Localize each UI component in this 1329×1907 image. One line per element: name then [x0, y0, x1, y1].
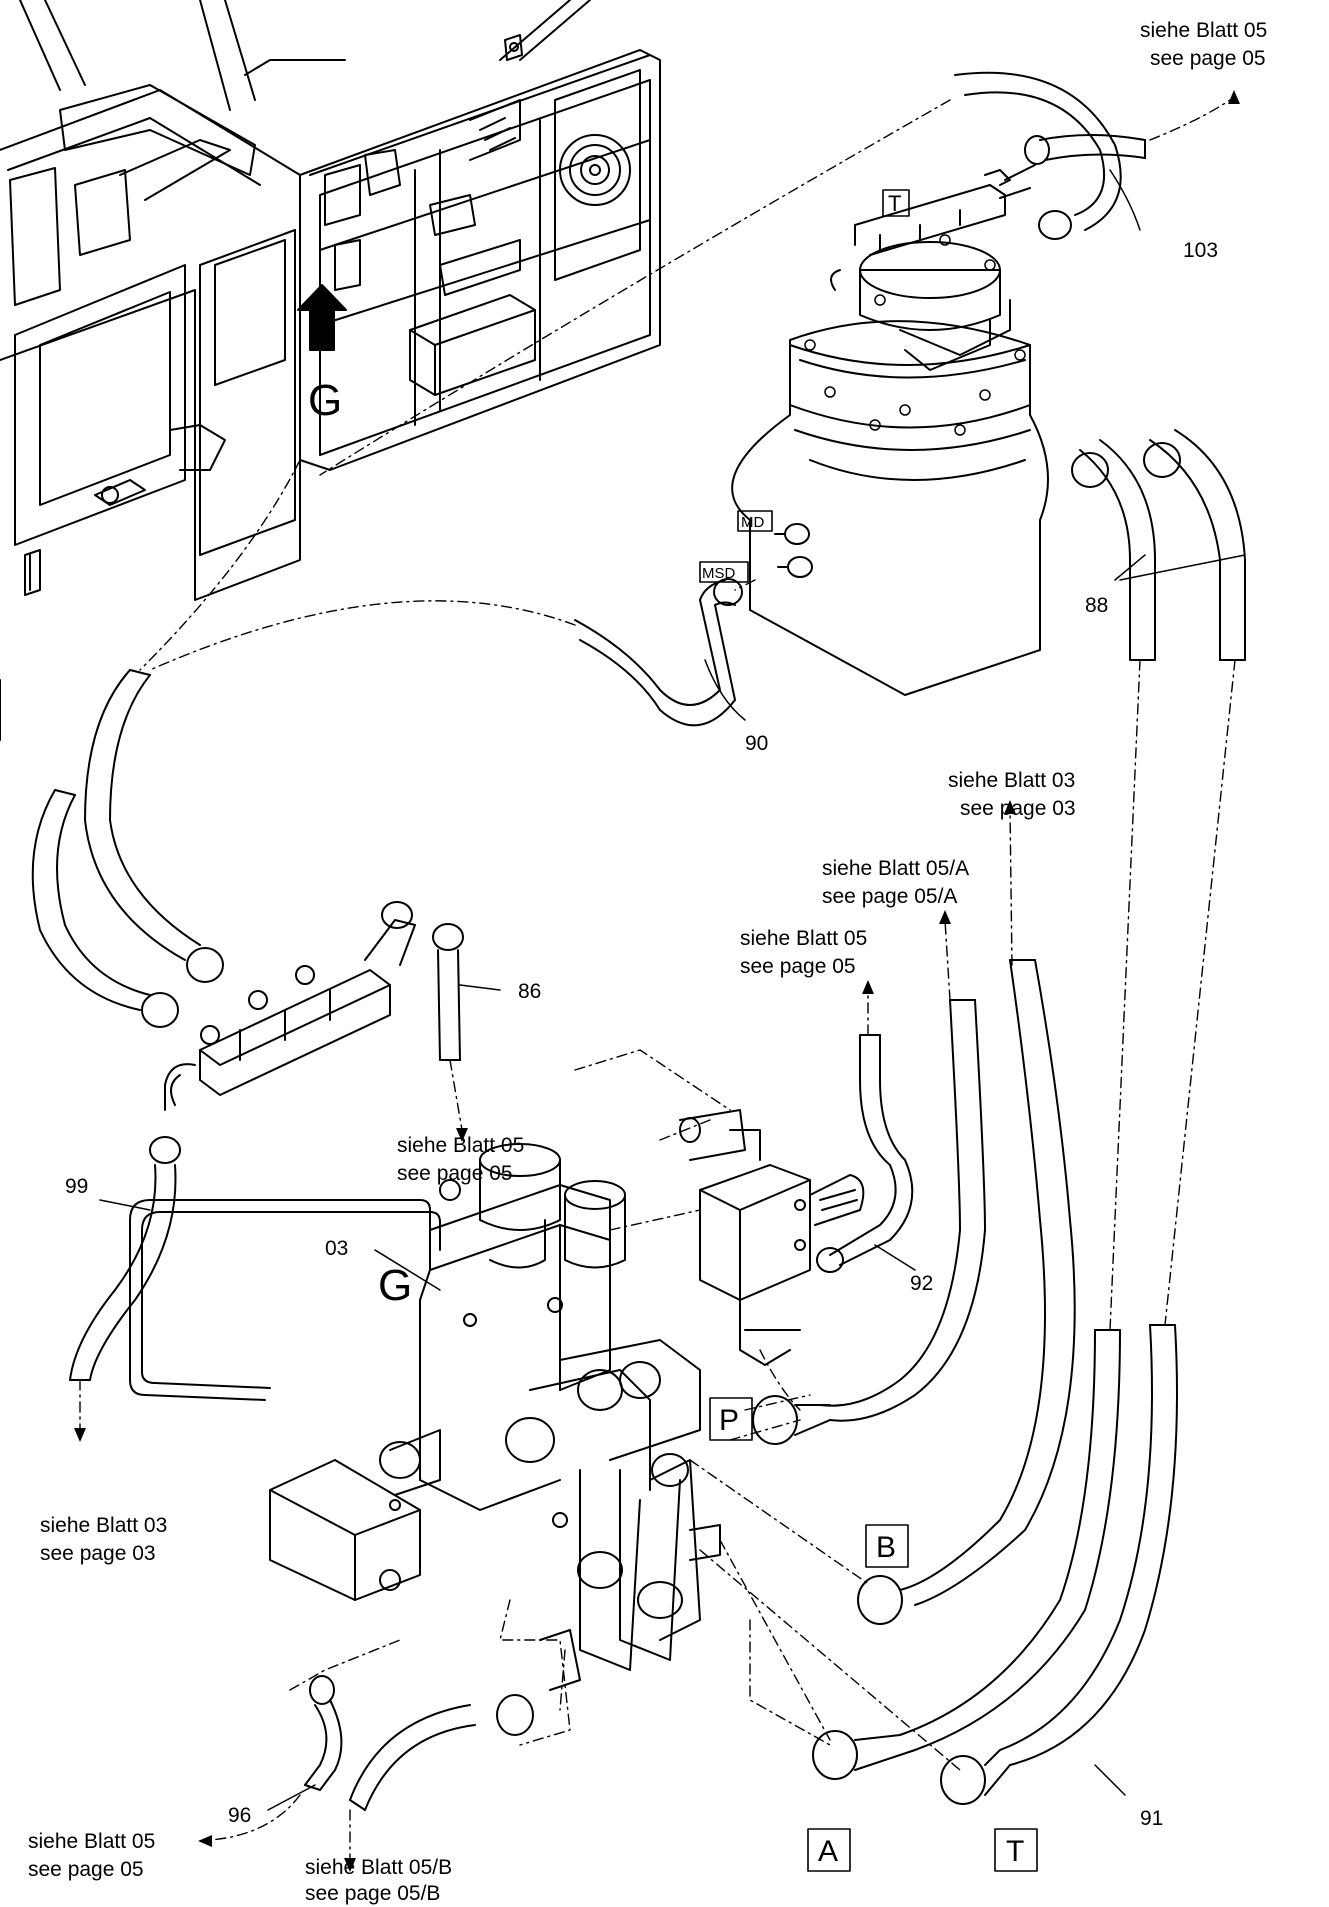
- reference-en: see page 05: [1150, 47, 1266, 70]
- reference-top-right: siehe Blatt 05 see page 05: [1140, 19, 1267, 70]
- swing-motor: [731, 234, 1049, 696]
- port-label-b: B: [876, 1531, 896, 1564]
- hose-88: [1071, 429, 1246, 661]
- filter-block: [679, 1109, 865, 1366]
- port-label-t-bottom: T: [1006, 1835, 1024, 1868]
- small-block: [269, 1429, 441, 1601]
- reference-en: see page 05: [28, 1858, 144, 1881]
- hose-92: [816, 1034, 914, 1273]
- hoses-right: [752, 959, 1178, 1805]
- leader-lines: [79, 99, 1236, 1861]
- reference-de: siehe Blatt 03: [948, 769, 1075, 792]
- reference-de: siehe Blatt 05: [740, 927, 867, 950]
- view-direction-arrow: [297, 284, 347, 351]
- callout-88: 88: [1085, 594, 1108, 617]
- reference-page-05-middle: siehe Blatt 05 see page 05: [740, 927, 867, 978]
- port-boxes: [699, 189, 1038, 1872]
- reference-en: see page 05: [397, 1162, 513, 1185]
- reference-en: see page 05/A: [822, 885, 957, 908]
- reference-arrows: [74, 90, 1240, 1872]
- reference-de: siehe Blatt 05/B: [305, 1856, 452, 1879]
- view-marker-valve: G: [378, 1261, 412, 1310]
- port-label-a: A: [818, 1835, 838, 1868]
- callout-96: 96: [228, 1804, 251, 1827]
- top-tee-fitting: [830, 164, 1036, 291]
- callout-86: 86: [518, 980, 541, 1003]
- reference-de: siehe Blatt 03: [40, 1514, 167, 1537]
- hoses-left: [31, 669, 224, 1028]
- reference-page-05-bottom: siehe Blatt 05 see page 05: [28, 1830, 155, 1881]
- reference-page-03-lower: siehe Blatt 03 see page 03: [40, 1514, 167, 1565]
- manifold-tee: [164, 901, 416, 1111]
- reference-en: see page 03: [960, 797, 1076, 820]
- reference-en: see page 05: [740, 955, 856, 978]
- port-label-md: MD: [741, 514, 764, 531]
- callout-leaders: [99, 169, 1246, 1811]
- view-marker-cab: G: [308, 376, 342, 425]
- control-valve: [419, 1143, 721, 1691]
- hose-86: [432, 923, 464, 1061]
- callout-03: 03: [325, 1237, 348, 1260]
- port-label-p: P: [719, 1404, 739, 1437]
- machine-cab: [0, 0, 301, 741]
- reference-page-05-center: siehe Blatt 05 see page 05: [397, 1134, 524, 1185]
- reference-de: siehe Blatt 05/A: [822, 857, 969, 880]
- callout-92: 92: [910, 1272, 933, 1295]
- reference-page-05a: siehe Blatt 05/A see page 05/A: [822, 857, 969, 908]
- callout-90: 90: [745, 732, 768, 755]
- hose-96: [304, 1675, 534, 1811]
- reference-de: siehe Blatt 05: [397, 1134, 524, 1157]
- port-label-msd: MSD: [702, 565, 736, 582]
- reference-de: siehe Blatt 05: [28, 1830, 155, 1853]
- callout-103: 103: [1183, 239, 1218, 262]
- hydraulic-compartment: [244, 0, 661, 471]
- reference-de: siehe Blatt 05: [1140, 19, 1267, 42]
- hose-90: [574, 578, 743, 727]
- reference-en: see page 03: [40, 1542, 156, 1565]
- reference-page-03-upper: siehe Blatt 03 see page 03: [948, 769, 1076, 820]
- reference-en: see page 05/B: [305, 1882, 440, 1905]
- hose-99: [69, 1136, 181, 1381]
- callout-91: 91: [1140, 1807, 1163, 1830]
- hose-103: [954, 71, 1146, 240]
- callout-99: 99: [65, 1175, 88, 1198]
- port-label-t-top: T: [888, 191, 901, 216]
- pilot-tube: [129, 1199, 441, 1401]
- reference-page-05b: siehe Blatt 05/B see page 05/B: [305, 1856, 452, 1905]
